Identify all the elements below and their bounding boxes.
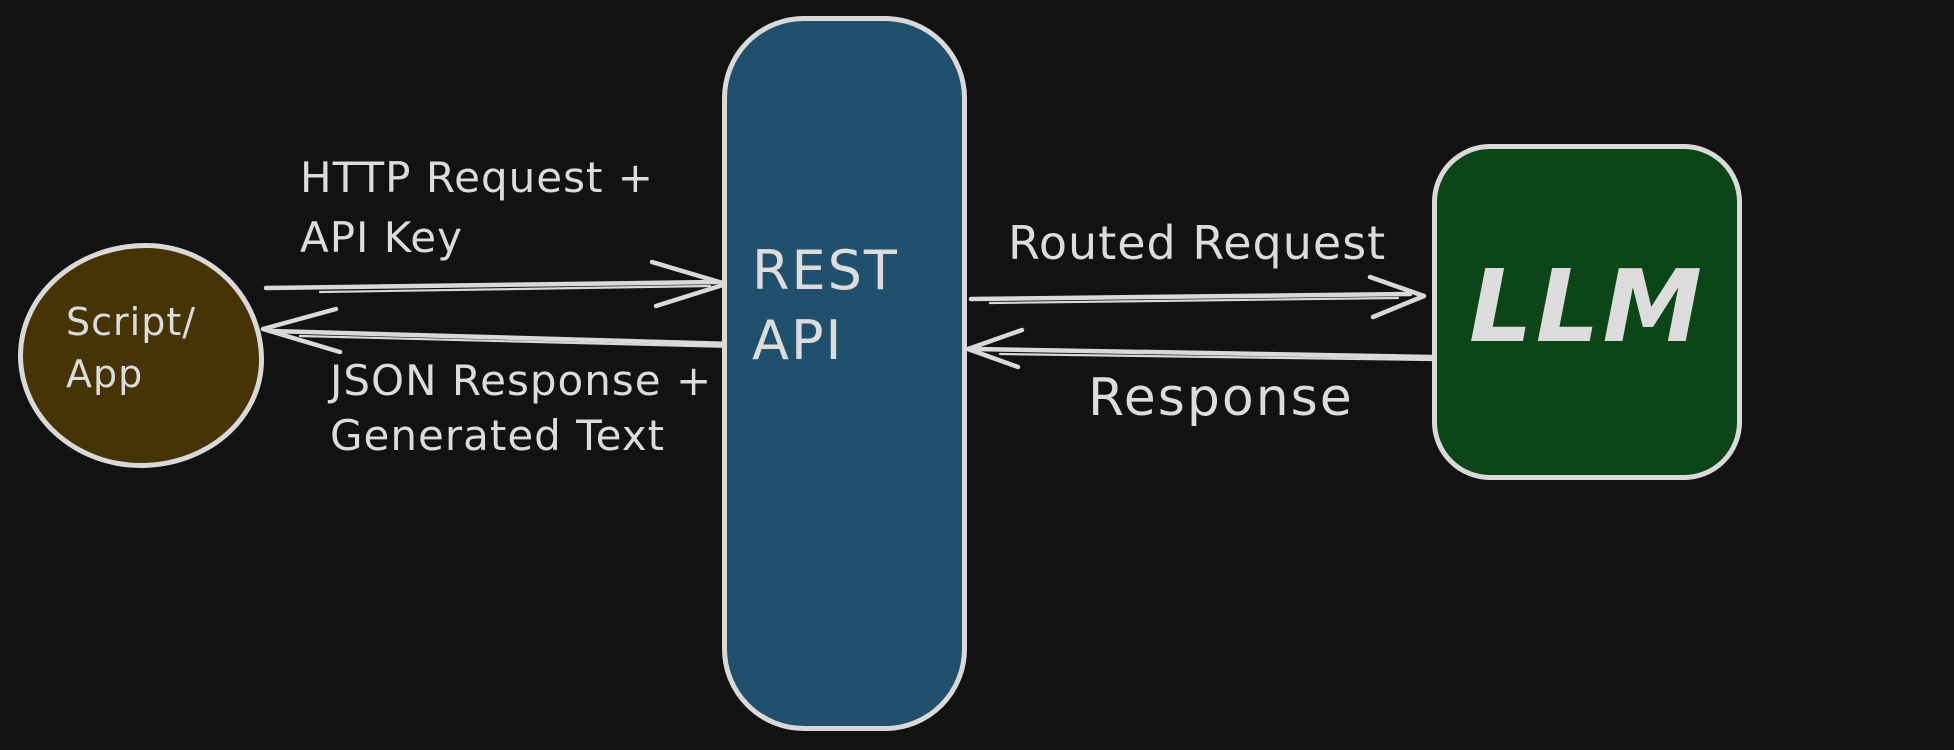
arrow-http-request bbox=[263, 259, 729, 309]
arrow-json-response bbox=[260, 306, 736, 355]
edge-label-response: Response bbox=[1088, 368, 1354, 428]
node-rest-api-label: REST API bbox=[752, 239, 899, 373]
node-llm-label: LLM bbox=[1469, 247, 1705, 365]
edge-label-routed-request: Routed Request bbox=[1008, 216, 1387, 270]
node-script-app-label: Script/ App bbox=[66, 300, 197, 397]
arrow-response bbox=[965, 327, 1435, 370]
node-rest-api bbox=[722, 16, 967, 731]
edge-label-json-response: JSON Response + Generated Text bbox=[330, 356, 713, 460]
node-script-app bbox=[18, 243, 264, 468]
edge-label-http-request: HTTP Request + API Key bbox=[300, 153, 654, 262]
arrow-routed-request bbox=[968, 274, 1427, 320]
node-llm: LLM bbox=[1432, 144, 1742, 480]
